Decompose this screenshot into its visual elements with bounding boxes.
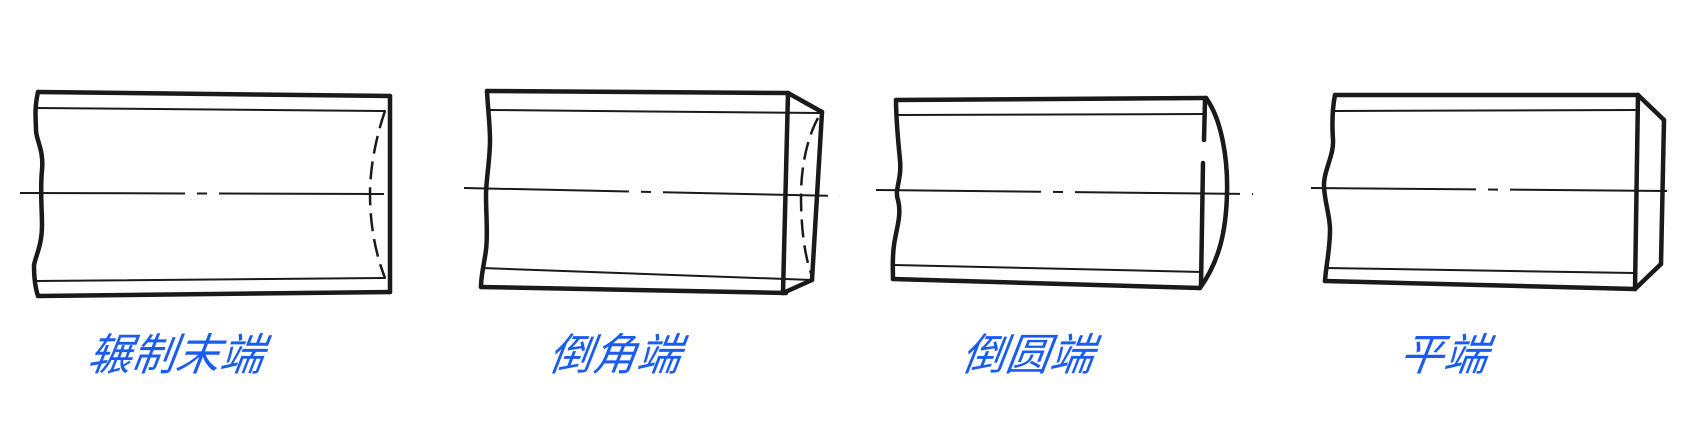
figure-rounded-end xyxy=(875,95,1254,291)
figure-chamfered-end xyxy=(463,88,841,296)
figure-rolled-end xyxy=(19,89,393,299)
label-chamfered-end: 倒角端 xyxy=(545,330,685,381)
figure-flat-end xyxy=(1310,92,1668,292)
label-rounded-end: 倒圆端 xyxy=(958,330,1098,381)
label-flat-end: 平端 xyxy=(1396,330,1492,381)
label-rolled-end: 辗制末端 xyxy=(84,330,268,381)
